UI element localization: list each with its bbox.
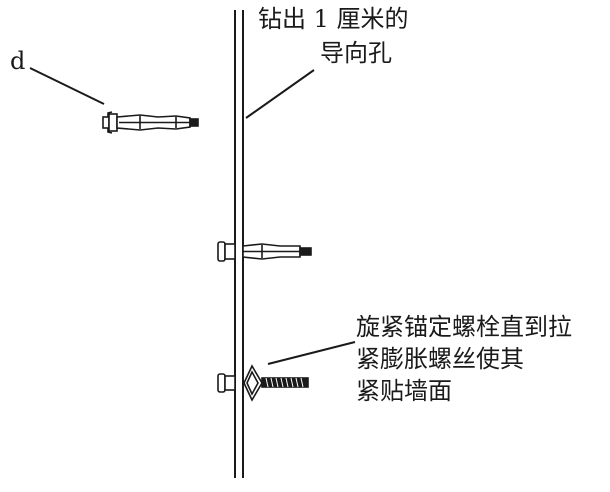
label-tighten-line3: 紧贴墙面 <box>356 377 452 405</box>
label-pilot-hole-line1: 钻出 1 厘米的 <box>258 5 409 33</box>
leader-line-pilot-hole <box>245 69 315 119</box>
leader-line-d <box>29 67 105 105</box>
label-pilot-hole-line2: 导向孔 <box>320 39 392 67</box>
label-tighten-line1: 旋紧锚定螺栓直到拉 <box>356 313 572 341</box>
label-tighten-line2: 紧膨胀螺丝使其 <box>356 345 524 373</box>
leader-line-tighten <box>267 341 356 365</box>
label-part-d: d <box>10 47 26 75</box>
anchor-inserted <box>217 241 312 262</box>
anchor-loose <box>102 111 199 134</box>
anchor-tightened <box>217 364 309 402</box>
